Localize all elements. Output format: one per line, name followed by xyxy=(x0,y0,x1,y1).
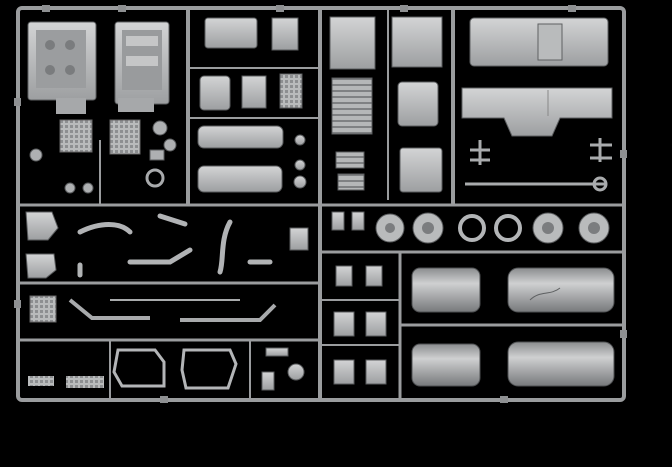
exhaust-pipes xyxy=(77,213,273,278)
fuel-tanks xyxy=(411,267,615,387)
middle-small-parts xyxy=(197,17,307,193)
mirror-brackets xyxy=(25,211,309,279)
engine-block-left xyxy=(27,21,97,114)
sprue-frame xyxy=(16,6,626,402)
small-brackets-center xyxy=(331,211,387,385)
engine-block-right xyxy=(114,21,170,112)
axle-parts-top-right xyxy=(465,138,612,192)
step-plates xyxy=(28,295,104,388)
body-panels xyxy=(461,17,613,137)
sprue-tabs xyxy=(14,5,627,403)
wheel-hubs xyxy=(375,212,610,244)
seat-frames xyxy=(112,348,238,390)
radiator-panels xyxy=(329,16,443,193)
bottom-small-parts xyxy=(261,347,305,391)
grille-parts xyxy=(59,119,141,155)
small-gears-left xyxy=(29,120,177,194)
chassis-rails xyxy=(68,298,277,322)
